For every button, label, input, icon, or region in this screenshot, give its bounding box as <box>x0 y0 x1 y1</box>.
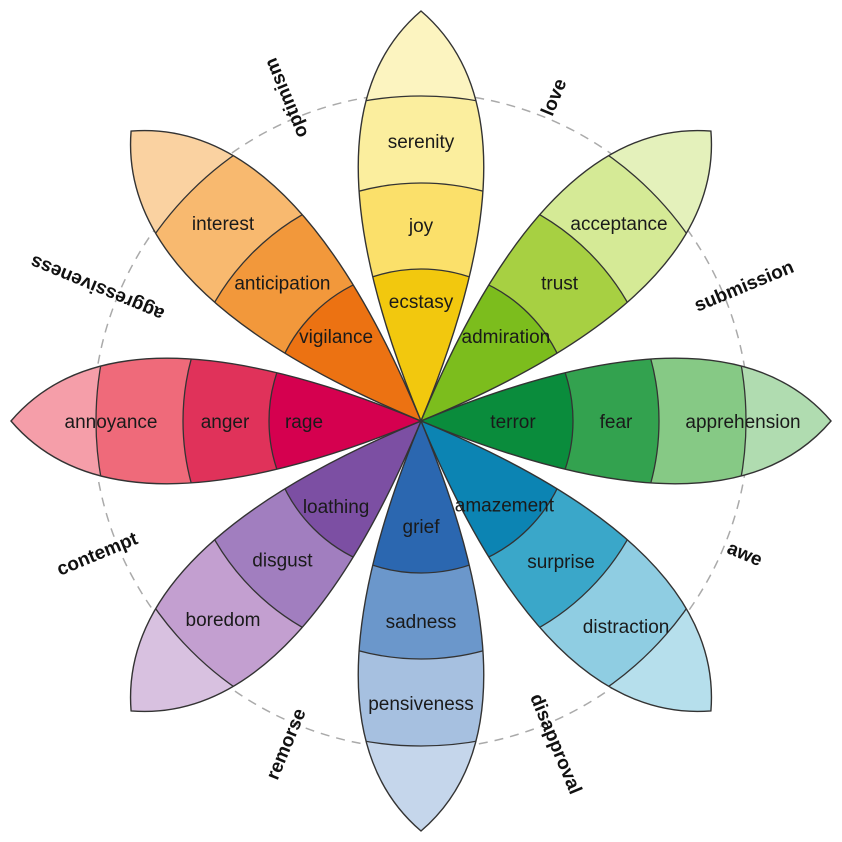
emotion-label-distraction: distraction <box>583 617 670 638</box>
petal-anticipation-band-3 <box>269 269 421 421</box>
petal-surprise-bands <box>421 421 712 712</box>
dyad-label-disapproval: disapproval <box>525 691 585 798</box>
emotion-label-pensiveness: pensiveness <box>368 694 474 715</box>
petal-anger-outline <box>10 357 423 485</box>
dyad-label-submission: submission <box>691 257 797 317</box>
emotion-label-admiration: admiration <box>462 327 551 348</box>
petal-joy-band-outline-2 <box>358 182 484 421</box>
petal-anger-band-outline-2 <box>182 358 421 484</box>
petal-anticipation-outline <box>129 129 423 423</box>
petal-anticipation <box>129 129 423 423</box>
petal-sadness-bands <box>358 421 484 831</box>
petal-disgust-band-3 <box>269 421 421 573</box>
petal-fear-bands <box>421 358 831 484</box>
petal-sadness-band-outline-3 <box>358 421 484 574</box>
petal-fear-outline <box>419 357 832 485</box>
emotion-label-terror: terror <box>490 412 536 433</box>
petal-fear-band-outline-3 <box>421 358 574 484</box>
dyad-label-love: love <box>537 76 571 119</box>
petal-fear <box>419 357 832 485</box>
petal-joy-outline <box>357 10 485 423</box>
labels-layer: serenity joy ecstasy acceptance trust admirat… <box>65 132 801 715</box>
emotion-label-loathing: loathing <box>303 497 370 518</box>
petal-joy <box>357 10 485 423</box>
emotion-label-sadness: sadness <box>386 612 457 633</box>
petal-anger-band-outline-1 <box>95 358 421 484</box>
emotion-label-fear: fear <box>600 412 633 433</box>
petal-anger <box>10 357 423 485</box>
emotion-label-serenity: serenity <box>388 132 455 153</box>
petal-anger-band-outline-3 <box>268 358 421 484</box>
dyad-label-contempt: contempt <box>54 528 142 580</box>
petal-sadness-band-outline-2 <box>358 421 484 660</box>
dyad-label-aggressiveness: aggressiveness <box>28 251 168 325</box>
petal-fear-band-outline-2 <box>421 358 660 484</box>
petal-disgust <box>129 419 423 713</box>
petals-layer <box>10 10 832 832</box>
petal-disgust-bands <box>130 421 421 712</box>
emotion-label-annoyance: annoyance <box>65 412 158 433</box>
petal-surprise-band-2 <box>421 421 659 659</box>
petal-surprise-band-3 <box>421 421 573 573</box>
petal-fear-band-outline-1 <box>421 358 747 484</box>
petal-anger-bands <box>11 358 421 484</box>
dyad-label-remorse: remorse <box>263 706 311 783</box>
petal-joy-band-outline-3 <box>358 268 484 421</box>
dyad-label-optimism: optimism <box>261 55 313 141</box>
petal-joy-bands <box>358 11 484 421</box>
petal-trust-bands <box>421 130 712 421</box>
petal-anticipation-band-2 <box>183 183 421 421</box>
dyad-label-awe: awe <box>724 538 765 571</box>
emotion-label-amazement: amazement <box>455 495 555 516</box>
petal-disgust-outline <box>129 419 423 713</box>
petal-joy-band-outline-1 <box>358 95 484 421</box>
petal-trust <box>419 129 713 423</box>
emotion-label-acceptance: acceptance <box>570 214 667 235</box>
emotion-label-joy: joy <box>408 216 434 237</box>
emotion-label-anticipation: anticipation <box>234 273 330 294</box>
emotion-label-disgust: disgust <box>252 551 313 572</box>
petal-sadness <box>357 419 485 832</box>
emotion-label-anger: anger <box>201 412 250 433</box>
petal-disgust-band-2 <box>183 421 421 659</box>
emotion-label-interest: interest <box>192 214 255 235</box>
petal-surprise-outline <box>419 419 713 713</box>
petal-sadness-band-outline-1 <box>358 421 484 747</box>
petal-sadness-outline <box>357 419 485 832</box>
emotion-label-ecstasy: ecstasy <box>389 292 454 313</box>
petal-anticipation-bands <box>130 130 421 421</box>
petal-trust-outline <box>419 129 713 423</box>
emotion-label-vigilance: vigilance <box>299 327 373 348</box>
emotion-label-trust: trust <box>541 273 579 294</box>
emotion-label-surprise: surprise <box>527 552 595 573</box>
emotion-label-apprehension: apprehension <box>685 412 800 433</box>
petal-trust-band-2 <box>421 183 659 421</box>
emotion-label-rage: rage <box>285 412 323 433</box>
emotion-label-grief: grief <box>403 517 441 538</box>
emotion-label-boredom: boredom <box>186 610 261 631</box>
petal-trust-band-3 <box>421 269 573 421</box>
petal-surprise <box>419 419 713 713</box>
